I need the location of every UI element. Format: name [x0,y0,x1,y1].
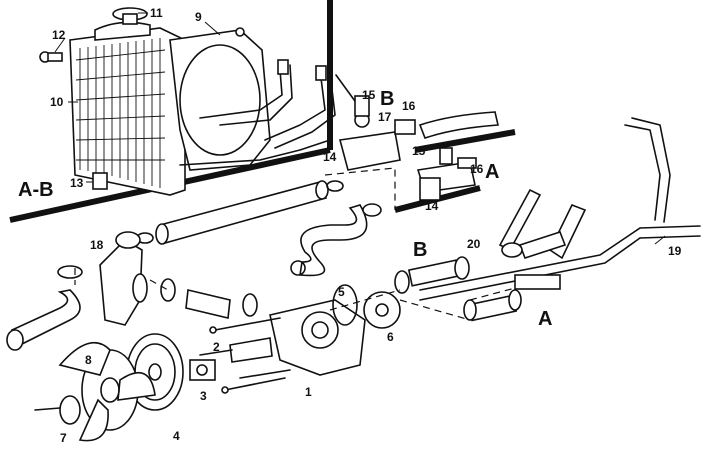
upper-radiator-hose [136,180,344,245]
bypass-hose-assembly [394,242,523,322]
section-label-ab: A-B [18,179,54,201]
callout-1: 1 [305,385,312,399]
section-label-a-bottom: A [538,308,552,330]
long-coolant-pipe [419,225,701,301]
pump-gasket [332,284,358,326]
callout-9: 9 [195,10,202,24]
callout-15a: 15 [362,88,376,102]
fan-spacer [34,395,81,425]
callout-17: 17 [378,110,392,124]
lower-radiator-hose [6,265,83,351]
oil-cooler-lines [179,59,361,166]
callout-13: 13 [70,176,84,190]
callout-10: 10 [50,95,64,109]
callout-20: 20 [467,237,481,251]
callout-14b: 14 [425,199,439,213]
heater-hoses [498,117,671,260]
callout-16b: 16 [470,162,484,176]
thermostat-housing-b [338,95,499,171]
fan-shroud [169,27,271,171]
callout-12: 12 [52,28,66,42]
callout-15b: 15 [412,144,426,158]
callout-16a: 16 [402,99,416,113]
thermostat-housing-a [416,147,477,201]
drain-plug [39,51,63,63]
radiator-cap [112,7,148,25]
callout-6: 6 [387,330,394,344]
pump-impeller [363,291,401,329]
fan-hub [189,359,216,381]
thermostat-elbow [99,231,148,326]
radiator [69,21,186,196]
assembly-guide-lines [74,167,516,321]
callout-19: 19 [668,244,682,258]
cooling-fan [58,341,156,442]
s-bend-hose [290,203,382,277]
pump-inlet-hose [160,278,258,319]
callout-11: 11 [150,6,163,20]
callout-5: 5 [338,285,345,299]
pump-bolts [209,317,291,394]
section-labels: A-B B A B A [18,88,552,330]
section-label-a-top: A [485,161,499,183]
callout-14a: 14 [323,150,337,164]
water-pump [199,299,366,376]
section-label-b-top: B [380,88,394,110]
callout-4: 4 [173,429,180,443]
mounting-bracket [92,172,108,190]
callout-18: 18 [90,238,104,252]
callout-2: 2 [213,340,220,354]
section-label-b-mid: B [413,239,427,261]
callout-7: 7 [60,431,67,445]
callout-3: 3 [200,389,207,403]
leader-lines [54,12,666,245]
callout-8: 8 [85,353,92,367]
callout-labels: 1 2 3 4 5 6 7 8 9 10 11 12 13 14 14 15 1… [50,6,682,445]
